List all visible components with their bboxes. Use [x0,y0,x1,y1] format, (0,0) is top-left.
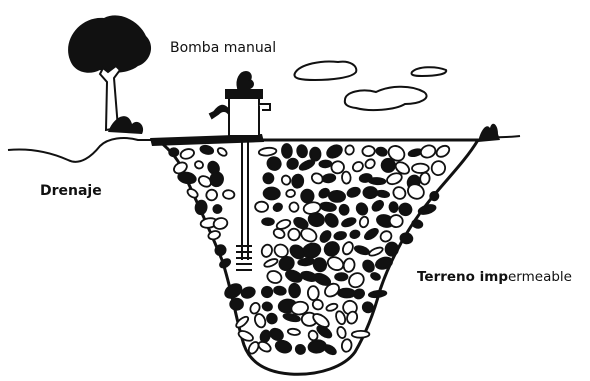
rock [223,190,235,200]
right-grass-tuft [478,124,500,142]
bird-on-pump [237,72,253,88]
clouds [294,61,446,110]
rock [282,144,293,158]
rock [412,164,429,173]
rock [352,331,370,338]
rock [286,189,296,198]
pump-body [229,96,259,136]
rock [263,187,280,200]
rock [389,202,398,213]
rock [291,174,304,189]
rock [420,172,431,185]
rock [335,273,348,281]
tree-canopy [68,15,151,72]
tree [68,15,151,134]
pump-label: Bomba manual [170,40,276,56]
rock [385,242,398,256]
rock [169,148,179,157]
rock [319,160,331,167]
rock [389,214,403,227]
rock [341,339,352,353]
pump-cap [226,90,262,98]
rock [369,178,386,185]
rock [310,147,321,160]
rock [255,201,268,212]
rock [339,204,349,215]
left-ground-line [8,138,158,162]
drain-label: Drenaje [40,183,102,199]
cloud-1 [294,61,356,80]
rock [308,286,319,300]
rock [362,146,375,157]
pump-spout [259,104,270,110]
rock [289,283,301,297]
rock [430,191,439,201]
cloud-2 [411,67,446,76]
rock [342,171,351,184]
rock [411,219,423,229]
rock [329,190,346,202]
rock [230,298,243,309]
rock [381,159,395,173]
pump-handle [210,106,229,118]
cloud-3 [345,87,427,110]
rock [288,228,300,241]
terrain-label-bold: Terreno imp [417,269,508,285]
rock [287,328,300,335]
rock [262,218,274,225]
rock [363,187,377,198]
rock [338,288,355,297]
terrain-label: Terreno impermeable [417,269,572,285]
rock [301,189,314,203]
terrain-label-rest: ermeable [508,269,572,285]
